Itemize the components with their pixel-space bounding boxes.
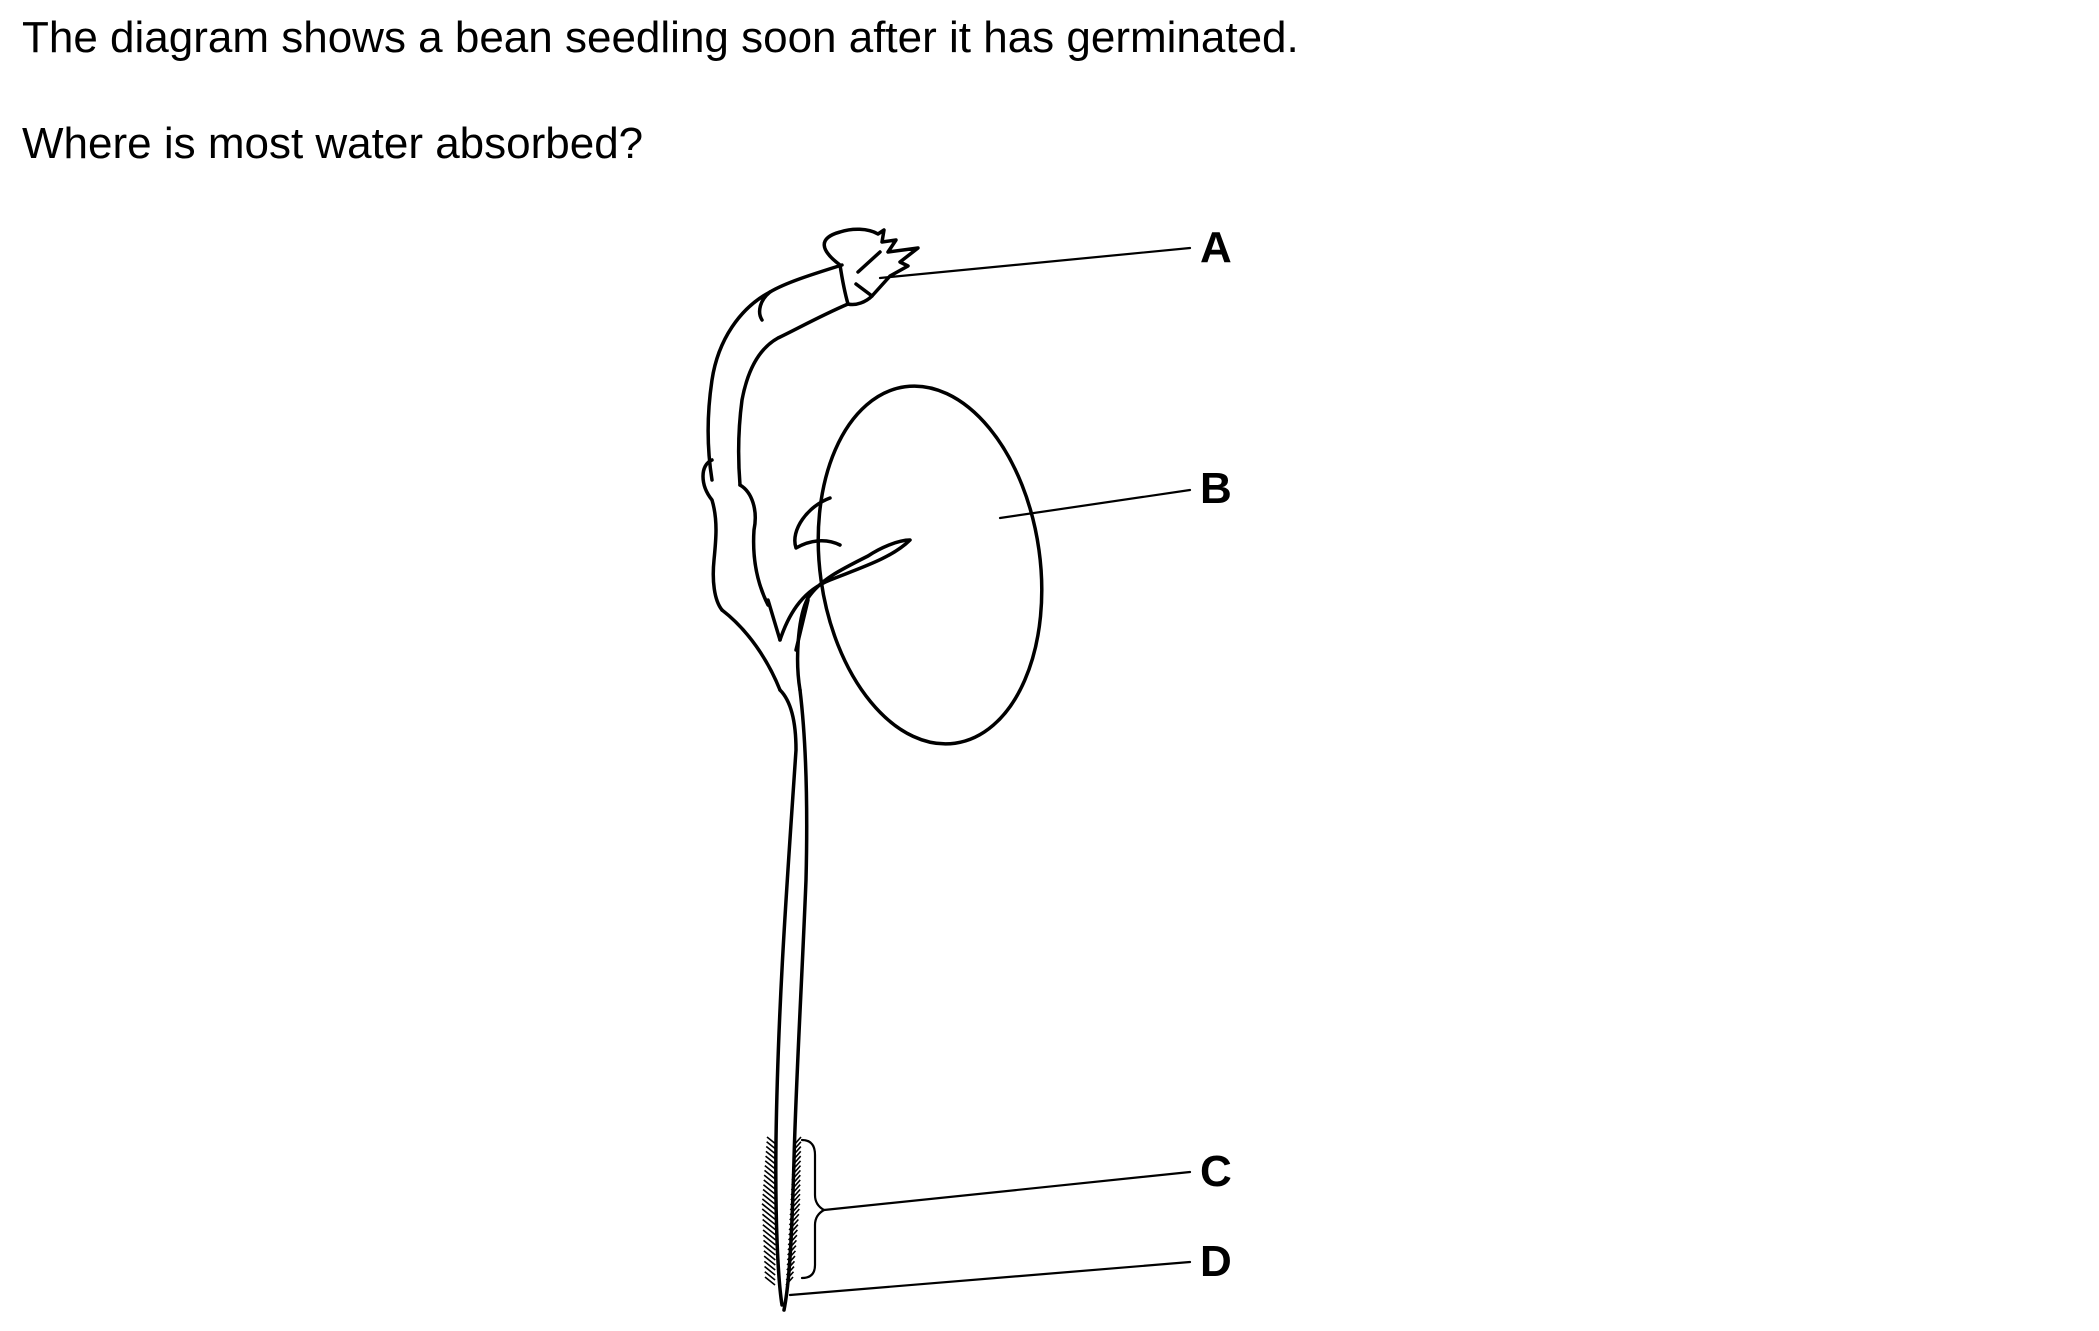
root-hair bbox=[762, 1218, 777, 1231]
root-hair bbox=[761, 1213, 777, 1226]
label-line-a bbox=[878, 246, 1192, 280]
root-hair bbox=[761, 1208, 777, 1221]
root-hair bbox=[785, 1276, 794, 1286]
root-hair bbox=[764, 1160, 778, 1171]
cotyledon bbox=[816, 384, 1044, 746]
root-hair bbox=[764, 1265, 776, 1276]
root-hair bbox=[787, 1234, 798, 1246]
root-hair bbox=[787, 1245, 797, 1256]
root-hair bbox=[786, 1250, 797, 1261]
root-hair bbox=[763, 1239, 776, 1251]
root-hair bbox=[763, 1255, 776, 1266]
root-hair bbox=[763, 1245, 776, 1256]
root-hair bbox=[764, 1271, 776, 1281]
root-hair bbox=[763, 1250, 776, 1261]
root-hair bbox=[790, 1188, 801, 1201]
shoot-hook bbox=[706, 263, 850, 487]
root-hair bbox=[791, 1160, 802, 1171]
root-hair bbox=[786, 1260, 796, 1271]
root-hair bbox=[790, 1179, 801, 1191]
root-hair bbox=[766, 1141, 778, 1151]
seed-coat bbox=[701, 458, 770, 612]
root-hair bbox=[789, 1208, 800, 1221]
label-b: B bbox=[1200, 464, 1232, 513]
root-hair bbox=[793, 1141, 802, 1151]
root-hair bbox=[791, 1174, 801, 1186]
root-hair bbox=[762, 1188, 777, 1201]
root-hair bbox=[763, 1260, 776, 1271]
root-hair bbox=[789, 1193, 801, 1206]
root-hair bbox=[789, 1203, 801, 1216]
root-hair bbox=[785, 1266, 795, 1276]
question-stem: The diagram shows a bean seedling soon a… bbox=[22, 13, 1299, 62]
root-hair-zone bbox=[761, 1136, 802, 1286]
root-hair bbox=[765, 1155, 778, 1166]
root-hair bbox=[763, 1179, 777, 1191]
plumule bbox=[822, 227, 920, 307]
root-hair bbox=[762, 1229, 777, 1241]
root-hair bbox=[792, 1150, 802, 1161]
cotyledon-stalk bbox=[793, 496, 842, 550]
root-hair bbox=[786, 1255, 796, 1266]
root-hair bbox=[762, 1224, 777, 1236]
root-hair bbox=[764, 1169, 777, 1181]
root-hair bbox=[763, 1174, 777, 1186]
label-line-b bbox=[998, 488, 1192, 520]
bracket-c bbox=[800, 1138, 827, 1280]
root-hair bbox=[790, 1184, 801, 1196]
label-a: A bbox=[1200, 223, 1232, 272]
root-hair bbox=[793, 1136, 802, 1146]
root-hair bbox=[788, 1213, 800, 1226]
root-hair bbox=[762, 1193, 777, 1206]
root-hair bbox=[762, 1234, 777, 1246]
root-hair bbox=[791, 1169, 802, 1181]
root-hair bbox=[788, 1224, 799, 1236]
root-hair bbox=[792, 1155, 802, 1166]
root-hair bbox=[792, 1146, 802, 1156]
root-hair bbox=[764, 1165, 778, 1176]
question-prompt: Where is most water absorbed? bbox=[22, 119, 644, 168]
label-line-d bbox=[788, 1260, 1192, 1297]
root-hair bbox=[785, 1271, 795, 1281]
root-hair bbox=[788, 1218, 799, 1231]
root-hair bbox=[764, 1276, 776, 1286]
root-hair bbox=[766, 1136, 778, 1146]
root-hair bbox=[789, 1198, 801, 1211]
label-c: C bbox=[1200, 1147, 1232, 1196]
root-hair bbox=[787, 1229, 798, 1241]
root-hair bbox=[761, 1203, 777, 1216]
root-hair bbox=[761, 1198, 777, 1211]
root-hair bbox=[787, 1239, 798, 1251]
root-hair bbox=[791, 1165, 802, 1176]
radicle bbox=[720, 538, 912, 1312]
root-hair bbox=[765, 1150, 778, 1161]
root-hair bbox=[762, 1184, 777, 1196]
label-line-c bbox=[822, 1170, 1192, 1212]
label-d: D bbox=[1200, 1237, 1232, 1286]
root-hair bbox=[765, 1145, 778, 1156]
